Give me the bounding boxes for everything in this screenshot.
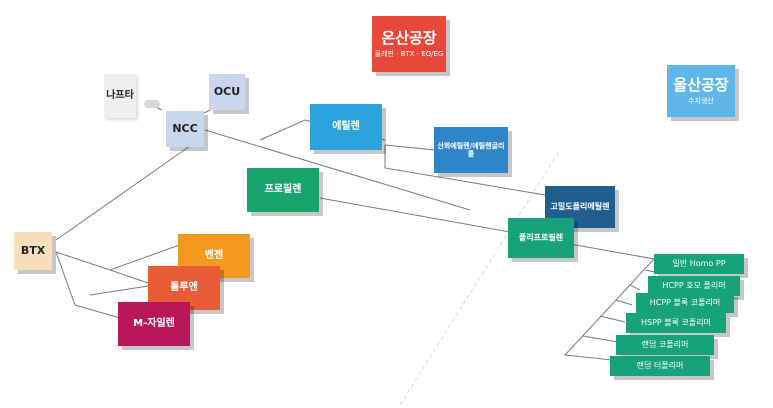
ethylene-box: 에틸렌	[310, 104, 382, 150]
mxylene-box: M-자일렌	[118, 302, 190, 346]
hdpe-label: 고밀도폴리에틸렌	[550, 202, 610, 212]
propylene-label: 프로필렌	[264, 184, 302, 196]
pp-grade-3: HCPP 블록 코폴리머	[636, 293, 734, 313]
mxylene-label: M-자일렌	[133, 318, 175, 330]
pp-grades-spine	[563, 257, 656, 361]
pp-grade-label: 랜덤 코폴리머	[641, 340, 689, 350]
pp-grade-4: HSPP 블록 코폴리머	[626, 313, 726, 333]
ncc-trunk-line	[204, 129, 471, 211]
pp-grade-label: HCPP 호모 폴리머	[662, 281, 726, 291]
ulsan-plant-name: 울산공장	[673, 75, 729, 94]
eo-eg-box: 산화에틸렌/에틸렌글리콜	[434, 127, 508, 173]
pp-grade-label: HCPP 블록 코폴리머	[649, 298, 721, 308]
btx-label: BTX	[20, 243, 46, 257]
ncc-box: NCC	[166, 111, 204, 147]
btx-ncc-line	[55, 145, 191, 241]
pp-box: 폴리프로필렌	[508, 218, 574, 258]
benzene-label: 벤젠	[204, 250, 224, 262]
pp-grade-label: 랜덤 터폴리머	[636, 361, 684, 371]
pp-grade-label: 일반 Homo PP	[672, 259, 726, 269]
ethylene-label: 에틸렌	[332, 121, 360, 133]
ocu-box: OCU	[209, 74, 245, 110]
eo-eg-label: 산화에틸렌/에틸렌글리콜	[437, 141, 505, 158]
ulsan-plant: 울산공장 수지생산	[667, 65, 735, 117]
pp-label: 폴리프로필렌	[518, 233, 564, 243]
naphtha-pellets	[144, 100, 160, 108]
pp-grade-1: 일반 Homo PP	[654, 254, 744, 274]
ncc-label: NCC	[172, 121, 198, 135]
btx-box: BTX	[14, 232, 52, 270]
btx-mxylene-line	[74, 304, 121, 319]
ethylene-eoeg-line	[384, 144, 436, 151]
pp-grade-6: 랜덤 터폴리머	[610, 356, 710, 376]
pp-grade-2: HCPP 호모 폴리머	[648, 276, 740, 296]
pp-grade-5: 랜덤 코폴리머	[616, 335, 714, 355]
pp-grade-label: HSPP 블록 코폴리머	[641, 318, 711, 328]
naphtha-box: 나프타	[104, 74, 136, 118]
onsan-plant: 온산공장 올레핀 · BTX · EO/EG	[372, 16, 446, 72]
pp-grades-trunk	[569, 243, 661, 261]
btx-toluene-line	[109, 269, 149, 284]
onsan-plant-name: 온산공장	[381, 28, 437, 47]
ethylene-hdpe-line	[384, 145, 546, 196]
plant-separator-line	[399, 149, 561, 406]
ulsan-plant-products: 수지생산	[688, 97, 714, 106]
propylene-box: 프로필렌	[247, 168, 319, 212]
toluene-label: 톨루엔	[170, 282, 198, 294]
ocu-label: OCU	[213, 84, 241, 98]
onsan-plant-products: 올레핀 · BTX · EO/EG	[374, 50, 444, 59]
propylene-pp-line	[319, 197, 511, 233]
naphtha-label: 나프타	[106, 90, 134, 102]
